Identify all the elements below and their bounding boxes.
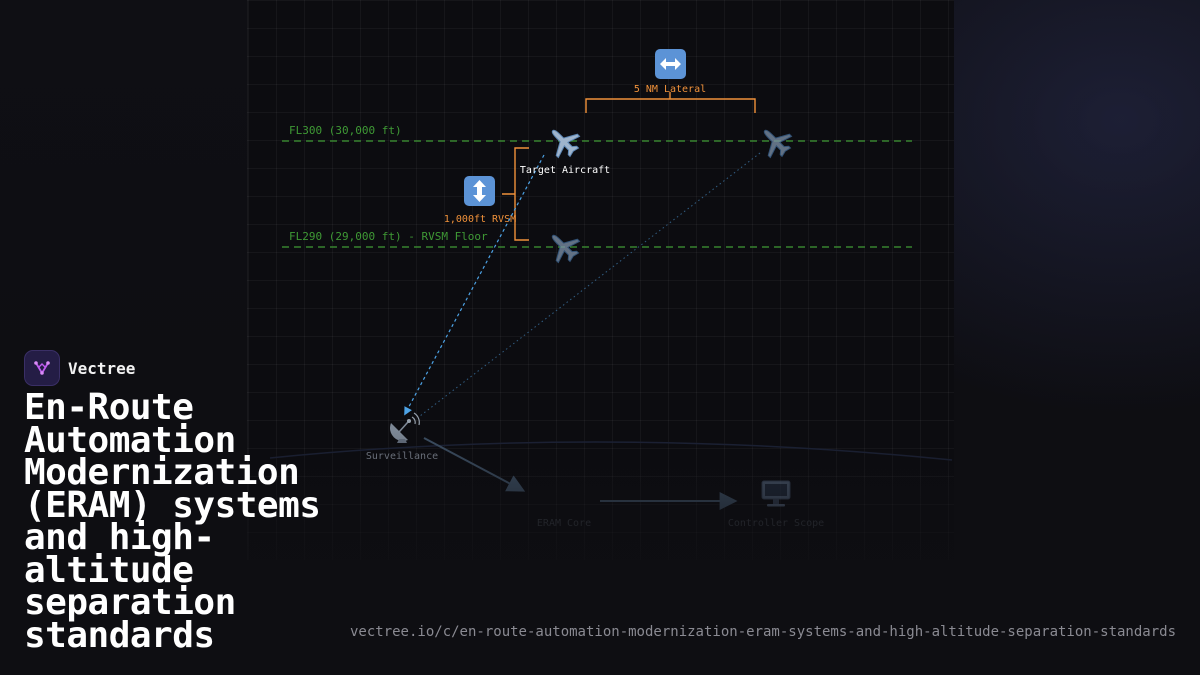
target-aircraft-airplane-icon	[551, 129, 581, 159]
lateral-bracket	[585, 92, 756, 113]
flow-arrow-surveillance-to-eram	[423, 437, 526, 492]
controller-scope-label: Controller Scope	[728, 518, 824, 529]
surveillance-label: Surveillance	[366, 451, 438, 462]
satellite-dish-icon	[390, 412, 420, 443]
vertical-aircraft-airplane-icon	[551, 234, 581, 264]
brand-name: Vectree	[68, 358, 136, 378]
up-down-arrow-icon	[464, 176, 495, 206]
lateral-separation-label: 5 NM Lateral	[634, 84, 706, 95]
page-url: vectree.io/c/en-route-automation-moderni…	[349, 624, 1176, 640]
fl300-label: FL300 (30,000 ft)	[289, 124, 402, 137]
left-right-arrow-icon	[655, 49, 686, 79]
fl290-label: FL290 (29,000 ft) - RVSM Floor	[289, 230, 488, 243]
vectree-logo-icon	[24, 350, 60, 386]
surveillance-link-target	[404, 154, 545, 416]
vertical-bracket	[502, 147, 529, 241]
vertical-separation-label: 1,000ft RVSM	[444, 214, 516, 225]
page-title: En-Route Automation Modernization (ERAM)…	[24, 387, 321, 656]
brand: Vectree	[24, 350, 135, 386]
eram-core-label: ERAM Core	[537, 518, 591, 529]
target-aircraft-label: Target Aircraft	[520, 165, 610, 176]
desktop-computer-icon	[761, 480, 791, 507]
lateral-aircraft-airplane-icon	[763, 129, 793, 159]
